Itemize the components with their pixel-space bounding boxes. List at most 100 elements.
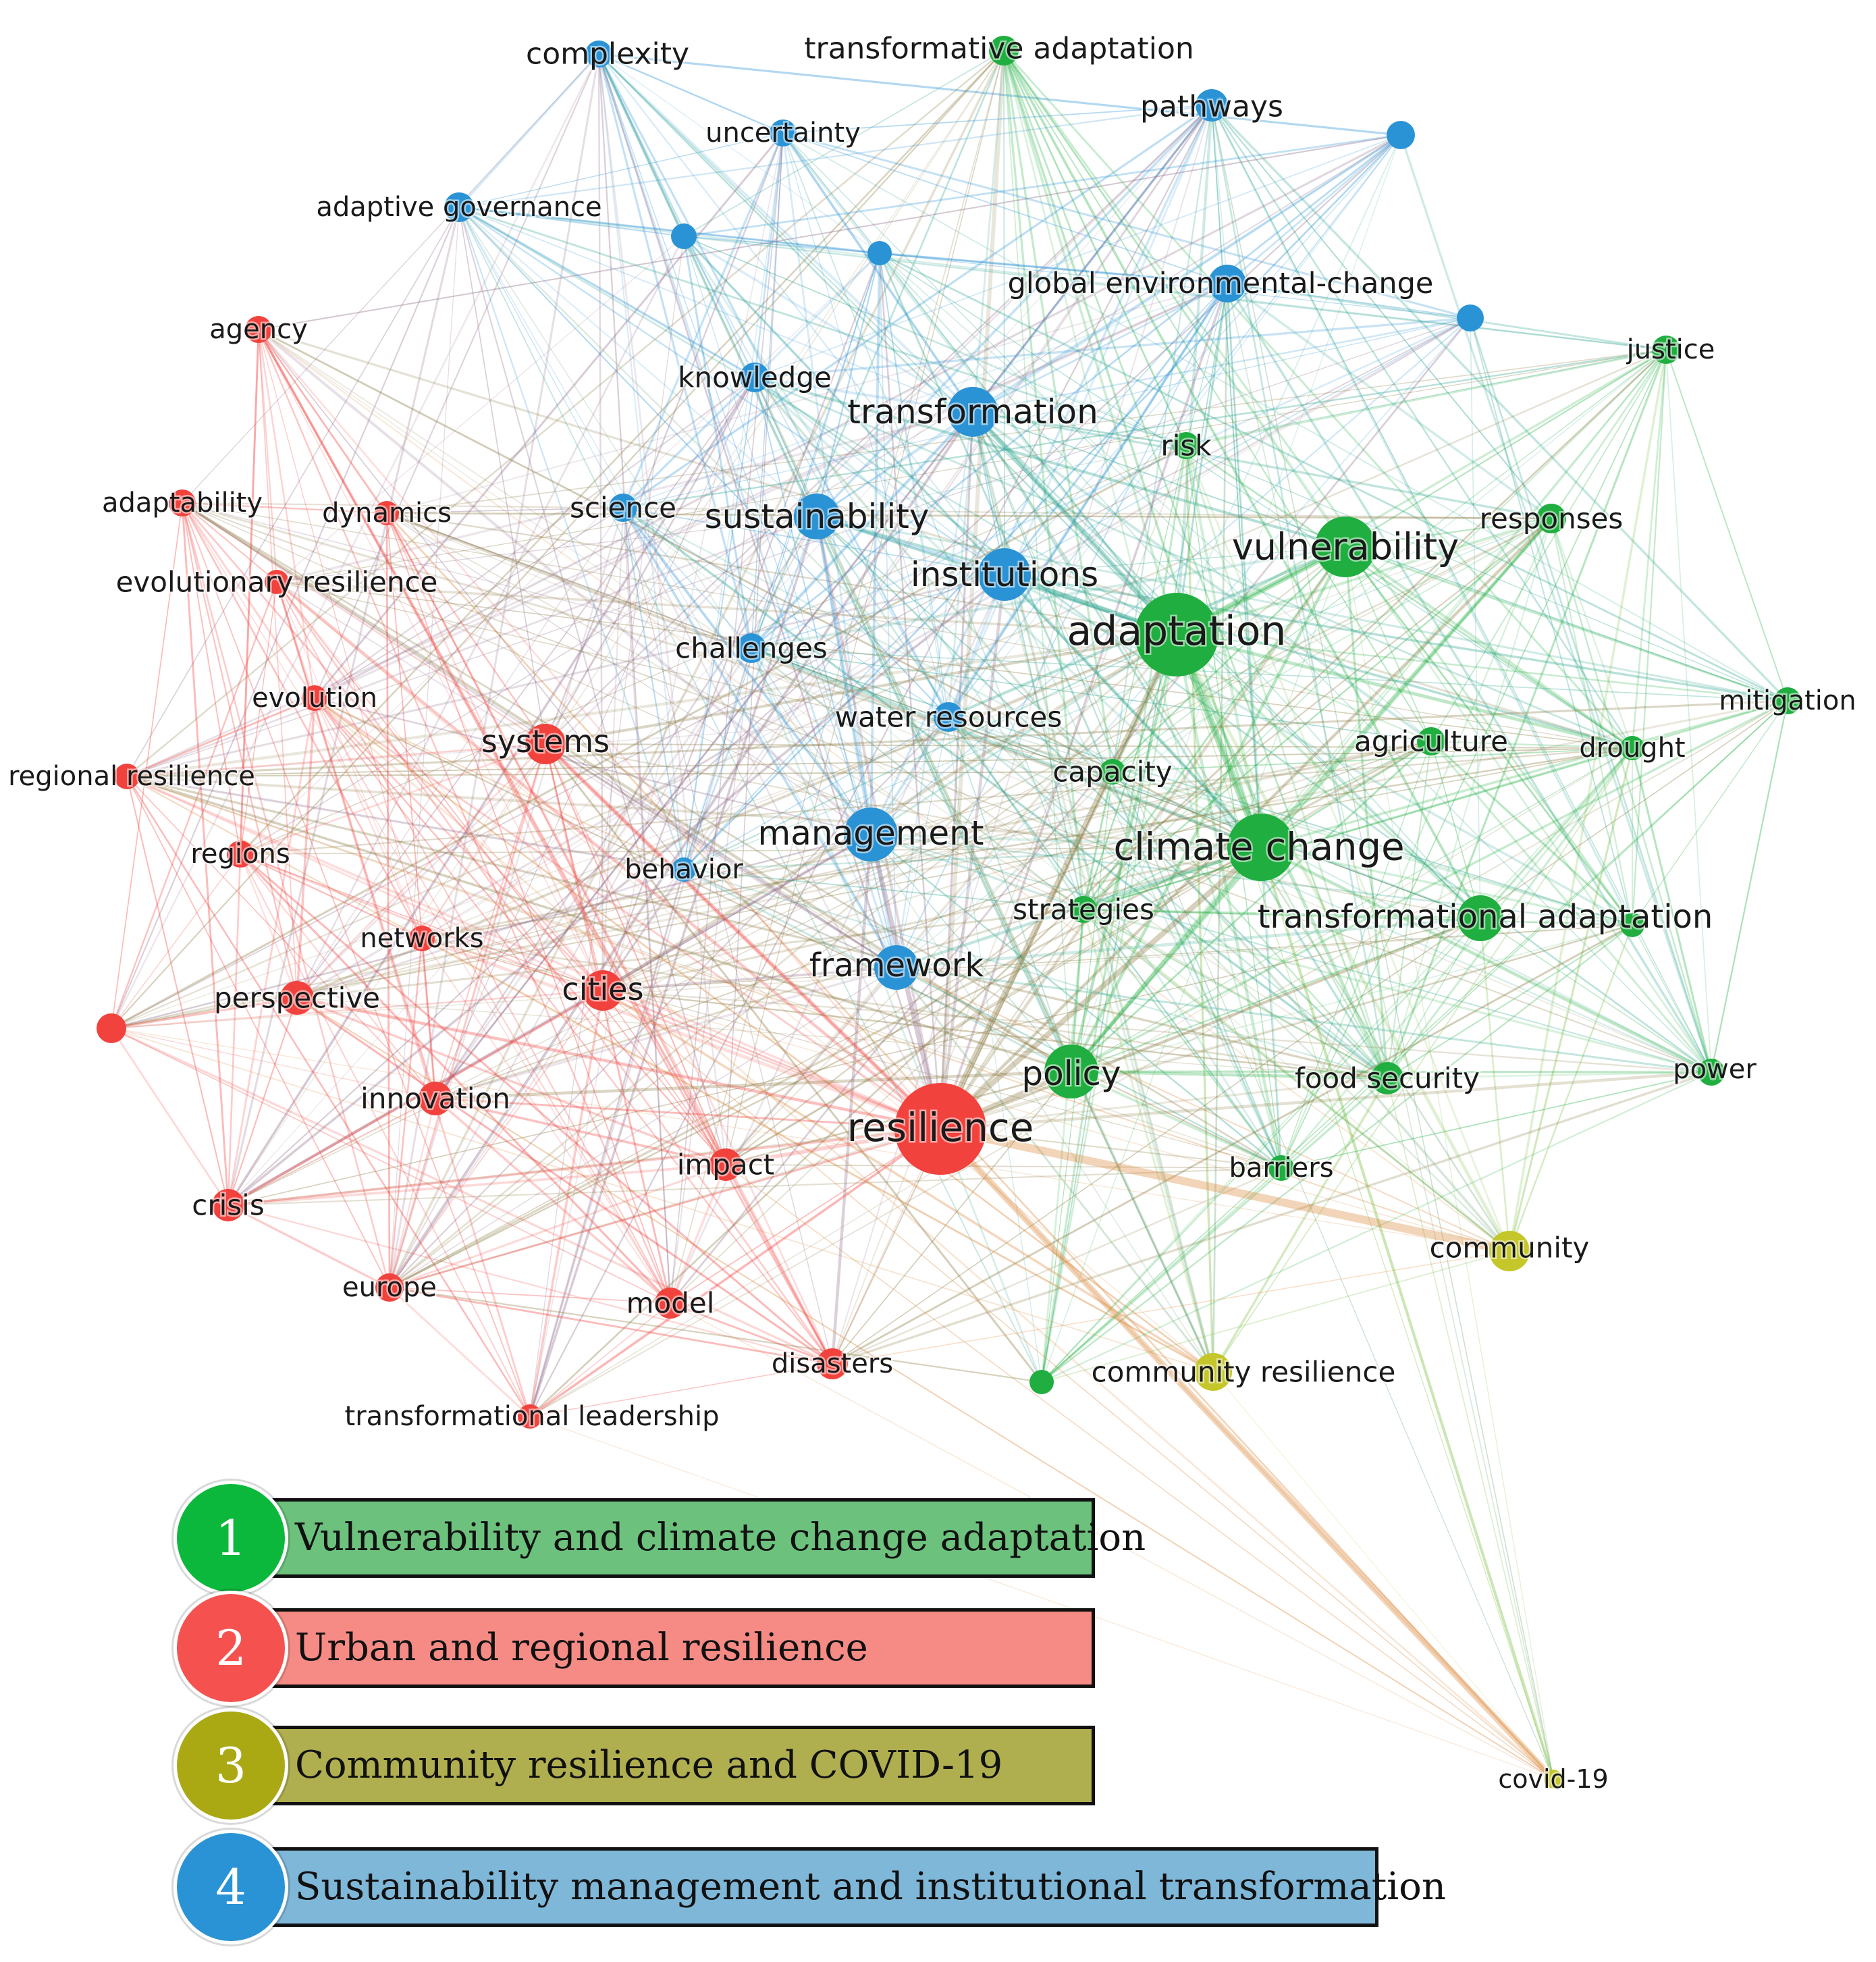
network-edge [239, 853, 672, 1304]
network-edge [1071, 134, 1401, 1072]
network-edge [458, 207, 897, 968]
network-edge [1041, 1250, 1510, 1383]
label-institutions: institutions [911, 555, 1098, 594]
network-edge [421, 634, 1177, 939]
node-responses [1536, 504, 1566, 533]
network-edge [971, 104, 1213, 413]
network-edge [227, 328, 260, 1207]
network-edge [458, 206, 881, 255]
network-edge [434, 104, 1213, 1100]
network-edge [275, 581, 531, 1418]
label-model: model [626, 1287, 715, 1320]
network-edge [544, 376, 756, 745]
network-edge [544, 743, 727, 1166]
label-systems: systems [481, 723, 610, 760]
network-edge [830, 832, 873, 1366]
network-edge [1281, 349, 1667, 1169]
label-community: community [1430, 1231, 1590, 1265]
network-edge [181, 502, 391, 1289]
network-edge [602, 924, 1633, 991]
network-edge [938, 573, 1007, 1131]
network-edge [753, 376, 1634, 749]
network-edge [1185, 444, 1634, 749]
network-edge [878, 252, 1229, 285]
network-edge [257, 328, 727, 1166]
network-edge [529, 1416, 1554, 1780]
network-edge [1211, 105, 1262, 848]
network-edge [1003, 573, 1283, 1169]
network-edge [782, 132, 880, 254]
network-edge [1430, 740, 1634, 749]
network-edge [1185, 444, 1511, 1252]
node-mitigation [1774, 687, 1801, 714]
network-edge [181, 502, 316, 699]
network-edge [598, 53, 880, 254]
network-edge [111, 853, 241, 1029]
network-edge [753, 376, 1214, 1373]
network-edge [458, 207, 1214, 1373]
network-edge [296, 743, 547, 999]
network-edge [1175, 516, 1553, 637]
network-edge [111, 1028, 1510, 1252]
network-edge [227, 1204, 834, 1365]
network-edge [601, 989, 942, 1130]
network-edge [388, 937, 423, 1289]
network-edge [948, 134, 1401, 718]
network-edge [725, 847, 1262, 1165]
network-edge [971, 410, 1433, 743]
network-edge [972, 411, 1005, 575]
network-edge [940, 771, 1113, 1130]
network-edge [385, 512, 727, 1166]
network-edge [1210, 104, 1634, 749]
network-edge [435, 377, 755, 1099]
network-edge [1227, 283, 1554, 1780]
node-risk [1173, 432, 1200, 459]
node-framework [874, 945, 919, 990]
network-edge [1260, 699, 1789, 849]
network-edge [239, 49, 1005, 855]
network-edge [1185, 283, 1228, 446]
network-edge [971, 410, 1553, 520]
network-edge-strong [937, 1125, 1557, 1782]
network-edge [434, 1097, 727, 1166]
network-edge [1004, 134, 1401, 575]
network-edge [947, 716, 1283, 1169]
network-edge [1041, 918, 1481, 1383]
network-edge [749, 545, 1347, 650]
network-edge [389, 1287, 671, 1304]
node-perspective [280, 981, 314, 1015]
network-edge [1040, 747, 1634, 1383]
network-edge [622, 317, 1471, 508]
network-edge [1280, 747, 1634, 1169]
network-edge [1083, 349, 1667, 910]
network-edge [182, 502, 1084, 910]
network-edge [750, 647, 1511, 1252]
network-edge [385, 511, 1263, 849]
network-edge [622, 507, 1005, 575]
network-edge [1040, 633, 1178, 1383]
network-edge [126, 317, 1471, 777]
network-edge [458, 206, 1006, 576]
network-edge [544, 743, 672, 1304]
network-edge [601, 966, 898, 992]
network-edge [670, 1128, 941, 1304]
node-challenges [736, 633, 766, 663]
network-edge [276, 516, 818, 583]
network-edge [296, 771, 1113, 999]
network-edge [296, 997, 1388, 1079]
network-edge [602, 990, 1554, 1780]
network-edge [388, 846, 1262, 1289]
network-edge-strong [937, 631, 1180, 1132]
network-edge [815, 515, 1634, 749]
network-edge [257, 328, 1634, 749]
network-edge [529, 236, 685, 1417]
network-edge [724, 633, 1178, 1166]
label-regions: regions [190, 839, 290, 870]
network-edge [1344, 348, 1667, 548]
network-edge [1082, 908, 1511, 1252]
network-edge [110, 997, 298, 1030]
network-edge [971, 410, 1482, 920]
network-edge [111, 502, 183, 1029]
network-edge [388, 1128, 942, 1289]
network-edge [389, 990, 604, 1288]
